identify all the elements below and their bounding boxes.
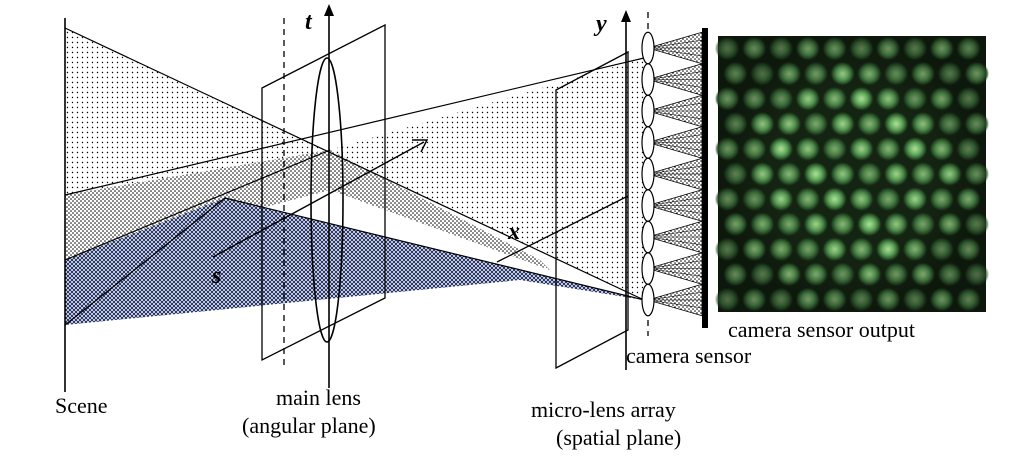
microlens-ray <box>647 197 703 206</box>
microlens <box>641 157 655 191</box>
microlens-ray <box>647 173 703 183</box>
mla-plane <box>555 50 629 370</box>
microlens-ray <box>647 79 703 88</box>
y-axis-label: y <box>596 11 607 37</box>
microlens-ray <box>647 102 703 112</box>
camera-sensor-label: camera sensor <box>626 343 752 368</box>
microlens-ray <box>647 71 703 80</box>
microlens-fans <box>646 31 703 317</box>
microlens <box>641 220 655 254</box>
microlens-ray <box>647 205 703 214</box>
t-axis-label: t <box>305 9 312 35</box>
s-axis-arrowhead <box>412 139 429 153</box>
microlens-ray <box>647 134 703 143</box>
x-axis-label: x <box>508 219 520 245</box>
microlens-ray <box>647 236 703 246</box>
microlens <box>641 63 655 96</box>
main-lens-ellipse <box>310 57 344 343</box>
y-axis-arrowhead <box>621 10 631 22</box>
angular-plane-label: (angular plane) <box>242 413 376 438</box>
main-lens-plane <box>261 23 386 362</box>
sensor-output-image <box>716 36 988 312</box>
microlens-ray <box>647 165 703 175</box>
microlens-ray <box>647 110 703 120</box>
microlens-ray <box>647 291 703 301</box>
microlens-lenslets <box>641 31 655 317</box>
s-axis-label: s <box>212 263 222 289</box>
microlens <box>641 31 655 65</box>
microlens-ray <box>647 228 703 238</box>
microlens-ray <box>647 268 703 277</box>
micro-lens-array-label: micro-lens array <box>531 397 676 422</box>
camera-sensor-bar <box>702 28 708 328</box>
microlens <box>641 94 655 128</box>
scene-label: Scene <box>55 393 108 418</box>
microlens-ray <box>647 39 703 49</box>
microlens-ray <box>647 260 703 269</box>
microlens-ray <box>647 299 703 309</box>
microlens <box>641 189 655 222</box>
sensor-output-label: camera sensor output <box>728 317 915 342</box>
x-axis-line <box>496 195 629 263</box>
microlens <box>641 126 655 159</box>
microlens-ray <box>647 142 703 151</box>
ray-band-bottom <box>65 198 644 325</box>
ray-band-middle <box>65 150 550 270</box>
main-lens-label: main lens <box>276 385 361 410</box>
t-axis-arrowhead <box>324 4 334 16</box>
ray-lines <box>64 27 645 326</box>
microlens <box>641 252 655 285</box>
spatial-plane-label: (spatial plane) <box>556 425 682 450</box>
microlens <box>641 283 655 317</box>
microlens-ray <box>647 47 703 57</box>
s-axis-line <box>212 141 425 258</box>
